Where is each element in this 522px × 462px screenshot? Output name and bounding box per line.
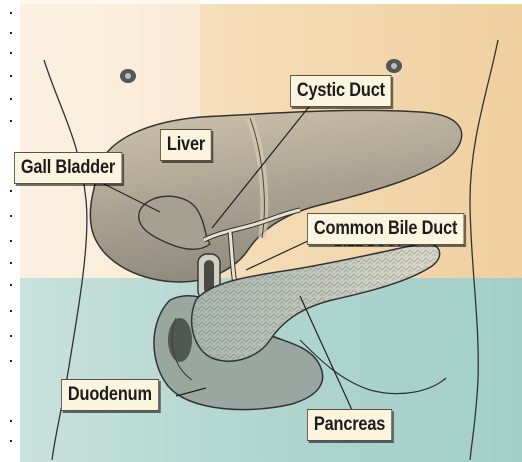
label-gall-bladder: Gall Bladder (14, 152, 122, 184)
label-pancreas: Pancreas (307, 409, 392, 441)
label-duodenum: Duodenum (61, 379, 159, 411)
label-liver: Liver (160, 129, 212, 161)
nipple-right (386, 59, 402, 73)
label-cystic-duct: Cystic Duct (290, 75, 392, 107)
label-common-bile-duct: Common Bile Duct (307, 213, 464, 245)
nipple-left (120, 69, 136, 83)
